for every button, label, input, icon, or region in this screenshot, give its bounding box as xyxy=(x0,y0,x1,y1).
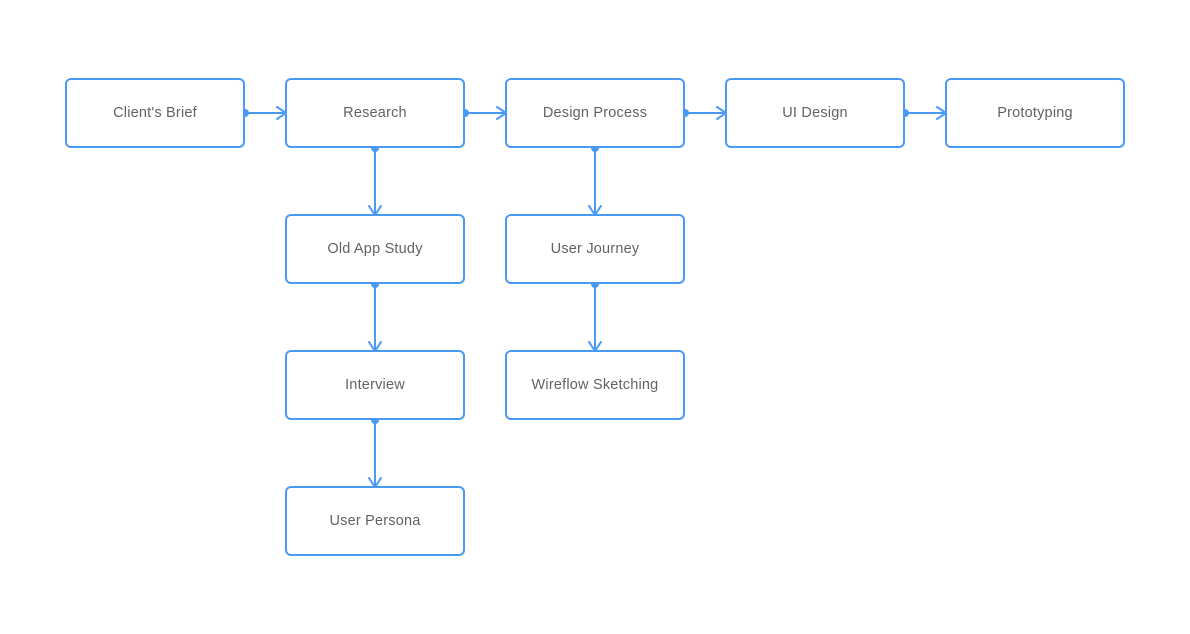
node-ui-design[interactable]: UI Design xyxy=(725,78,905,148)
node-interview[interactable]: Interview xyxy=(285,350,465,420)
node-design-process[interactable]: Design Process xyxy=(505,78,685,148)
node-label: Client's Brief xyxy=(113,105,197,121)
node-label: Research xyxy=(343,105,407,121)
node-wireflow-sketching[interactable]: Wireflow Sketching xyxy=(505,350,685,420)
node-label: Interview xyxy=(345,377,405,393)
edge-interview-to-user-persona[interactable] xyxy=(368,416,382,488)
edge-design-process-to-ui-design[interactable] xyxy=(681,106,727,120)
node-label: Old App Study xyxy=(327,241,423,257)
edge-ui-design-to-prototyping[interactable] xyxy=(901,106,947,120)
node-label: Wireflow Sketching xyxy=(531,377,659,393)
node-label: Design Process xyxy=(542,105,648,121)
node-user-journey[interactable]: User Journey xyxy=(505,214,685,284)
node-user-persona[interactable]: User Persona xyxy=(285,486,465,556)
edge-design-process-to-user-journey[interactable] xyxy=(588,144,602,216)
edge-research-to-old-app-study[interactable] xyxy=(368,144,382,216)
node-old-app-study[interactable]: Old App Study xyxy=(285,214,465,284)
node-prototyping[interactable]: Prototyping xyxy=(945,78,1125,148)
edge-old-app-study-to-interview[interactable] xyxy=(368,280,382,352)
edge-user-journey-to-wireflow-sketching[interactable] xyxy=(588,280,602,352)
node-label: UI Design xyxy=(782,105,848,121)
edge-research-to-design-process[interactable] xyxy=(461,106,507,120)
node-client-brief[interactable]: Client's Brief xyxy=(65,78,245,148)
node-label: User Persona xyxy=(329,513,421,529)
node-label: Prototyping xyxy=(997,105,1073,121)
node-research[interactable]: Research xyxy=(285,78,465,148)
edge-client-brief-to-research[interactable] xyxy=(241,106,287,120)
node-label: User Journey xyxy=(550,241,640,257)
